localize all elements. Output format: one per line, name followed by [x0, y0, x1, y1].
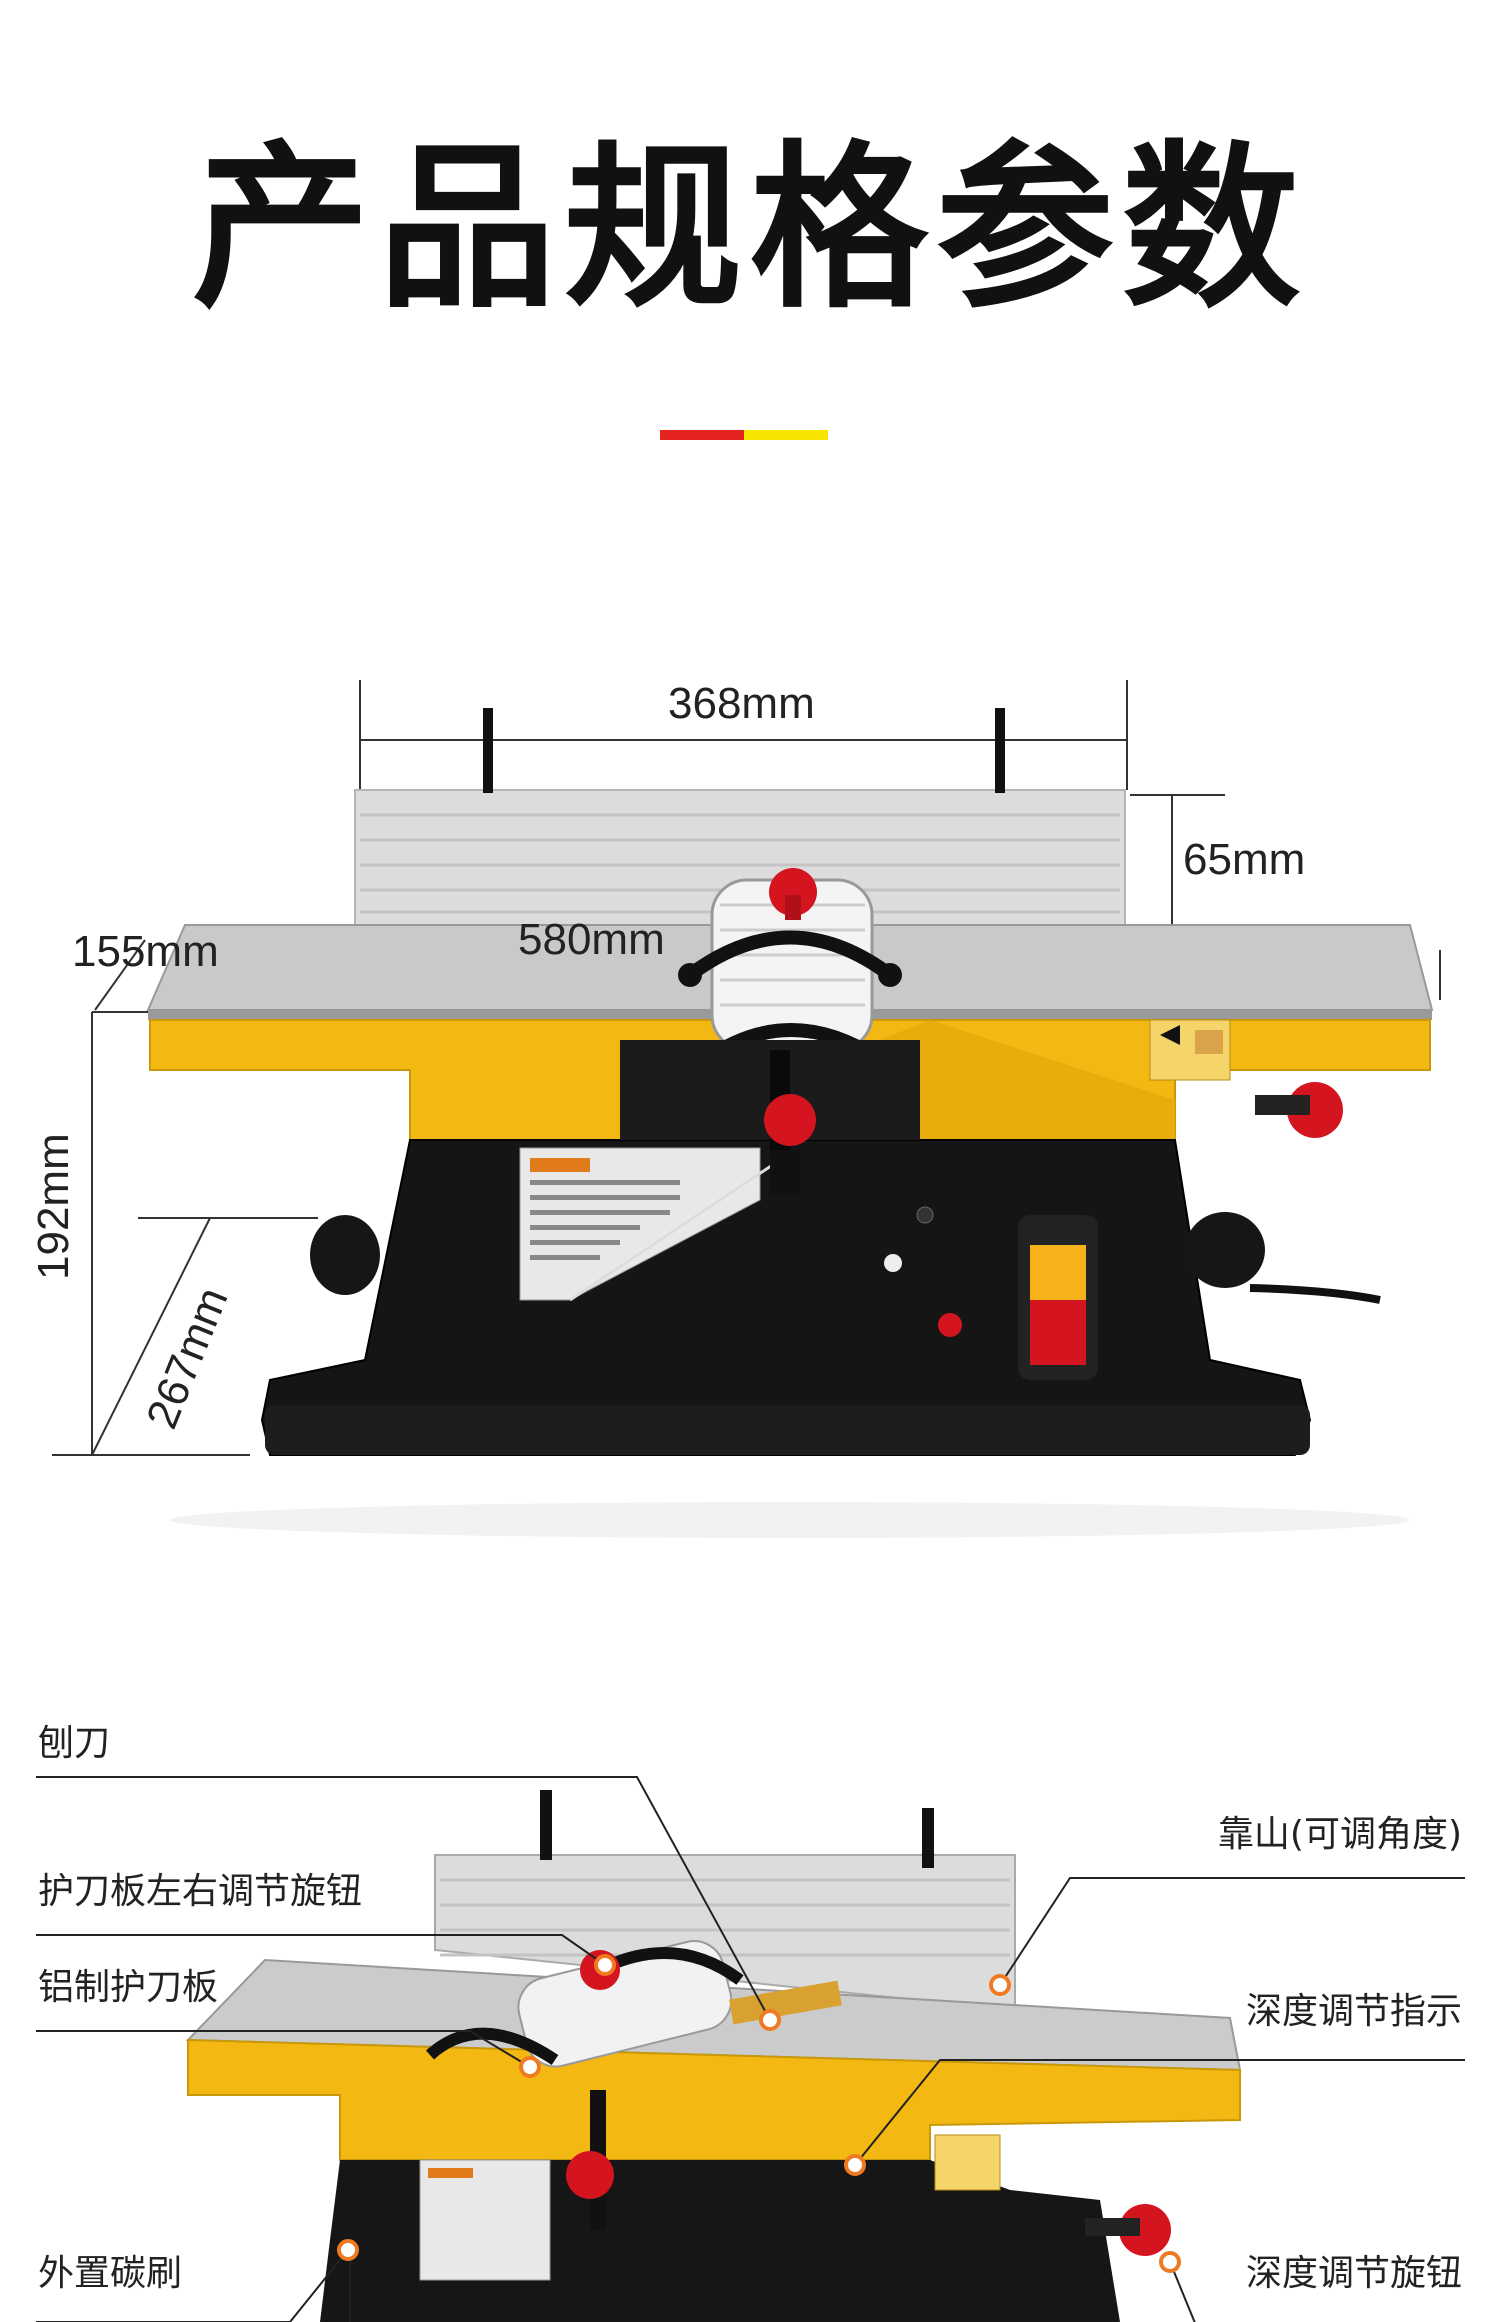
fence-bracket-left: [483, 708, 493, 793]
dim-fence-height: 65mm: [1183, 835, 1306, 884]
parts-label-plate: [419, 2159, 551, 2281]
title-underline-red: [660, 430, 744, 440]
reset-button: [938, 1313, 962, 1337]
base-foot-left: [310, 1215, 380, 1295]
parts-blade: [729, 1980, 842, 2025]
callout-depth-knob: 深度调节旋钮: [1245, 2253, 1462, 2294]
spec-label-plate: [519, 1147, 761, 1301]
red-knobs: [764, 868, 1343, 1146]
callout-alu-guard: 铝制护刀板: [38, 1967, 219, 2008]
callout-fence: 靠山(可调角度): [1217, 1814, 1462, 1855]
callout-markers: [337, 1954, 1181, 2273]
switch-red: [1030, 1300, 1086, 1365]
callout-blade: 刨刀: [38, 1723, 111, 1764]
callout-guard-knob: 护刀板左右调节旋钮: [38, 1871, 363, 1912]
guard-knob-middle: [764, 1094, 816, 1146]
guard-knob-top: [769, 868, 817, 916]
switch-yellow: [1030, 1245, 1086, 1300]
fence-bracket-right: [995, 708, 1005, 793]
dim-depth-top: 155mm: [72, 927, 219, 976]
callout-brush: 外置碳刷: [38, 2253, 183, 2294]
base-foot-right: [1185, 1212, 1265, 1288]
dim-table-length: 580mm: [518, 915, 665, 964]
machine-base: [265, 1405, 1310, 1455]
callout-depth-indicator: 深度调节指示: [1245, 1991, 1462, 2032]
power-cord: [1249, 1284, 1381, 1304]
guard-handle: [685, 930, 895, 981]
title-underline-yellow: [744, 430, 828, 440]
label-text-lines: [530, 1180, 680, 1260]
page-title: 产品规格参数: [192, 125, 1308, 332]
label-brand-stripe: [530, 1158, 590, 1172]
dim-width-top: 368mm: [668, 679, 815, 728]
callout-lines: [36, 1776, 1465, 2322]
yellow-ramp: [880, 1020, 1175, 1140]
